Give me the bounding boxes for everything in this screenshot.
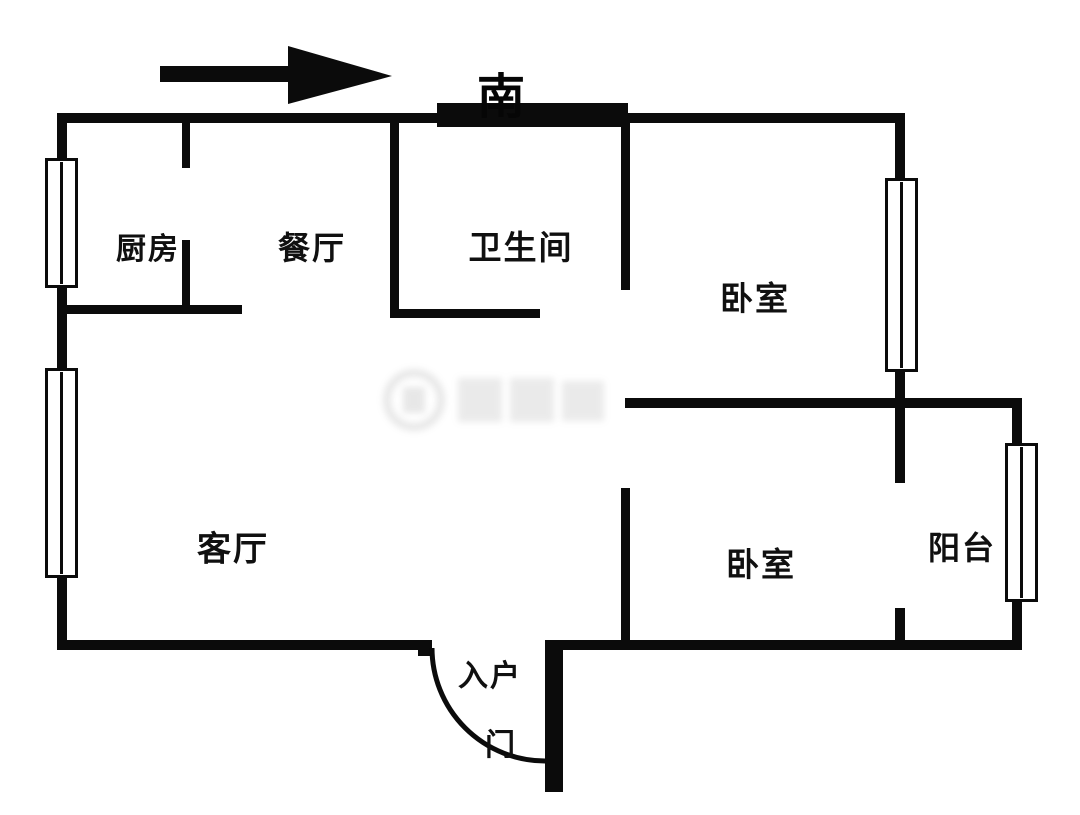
wall-bottom-left xyxy=(57,640,432,650)
direction-arrow xyxy=(160,46,392,104)
wall-bottom-right xyxy=(545,640,1022,650)
south-label: 南 xyxy=(476,69,526,125)
room-label-bedroom-south: 卧室 xyxy=(726,545,796,584)
wall-top-thick-section xyxy=(437,103,628,127)
entrance-label-line1: 入户 xyxy=(458,659,522,694)
window-mullion xyxy=(900,182,903,368)
wall-kitchen-divider-upper xyxy=(182,113,190,168)
room-label-bathroom: 卫生间 xyxy=(468,228,574,267)
wall-bathroom-left xyxy=(390,113,399,318)
room-label-bedroom-north: 卧室 xyxy=(720,279,790,318)
wall-bedrooms-divider xyxy=(625,398,1020,408)
wall-bedroom-balcony-lower xyxy=(895,608,905,650)
room-label-living: 客厅 xyxy=(197,529,269,570)
window-mullion xyxy=(60,372,63,574)
wall-kitchen-divider-lower xyxy=(182,240,190,312)
door-jamb-left xyxy=(418,640,432,656)
wall-kitchen-bottom xyxy=(57,305,242,314)
room-label-kitchen: 厨房 xyxy=(116,232,180,267)
window-living-west xyxy=(45,368,78,578)
window-bedroom-north-east xyxy=(885,178,918,372)
wall-living-bedroom-divider xyxy=(621,488,630,650)
wall-bathroom-right xyxy=(621,113,630,290)
entrance-label-line2: 门 xyxy=(485,728,517,763)
wall-bathroom-bottom xyxy=(390,309,540,318)
wall-entrance-stub xyxy=(545,640,563,792)
room-label-balcony: 阳台 xyxy=(927,529,997,567)
window-balcony-east xyxy=(1005,443,1038,602)
window-mullion xyxy=(1020,447,1023,598)
window-mullion xyxy=(60,162,63,284)
room-label-dining: 餐厅 xyxy=(277,229,347,267)
watermark xyxy=(383,369,604,431)
window-kitchen-west xyxy=(45,158,78,288)
wall-bedroom-balcony-upper xyxy=(895,398,905,483)
